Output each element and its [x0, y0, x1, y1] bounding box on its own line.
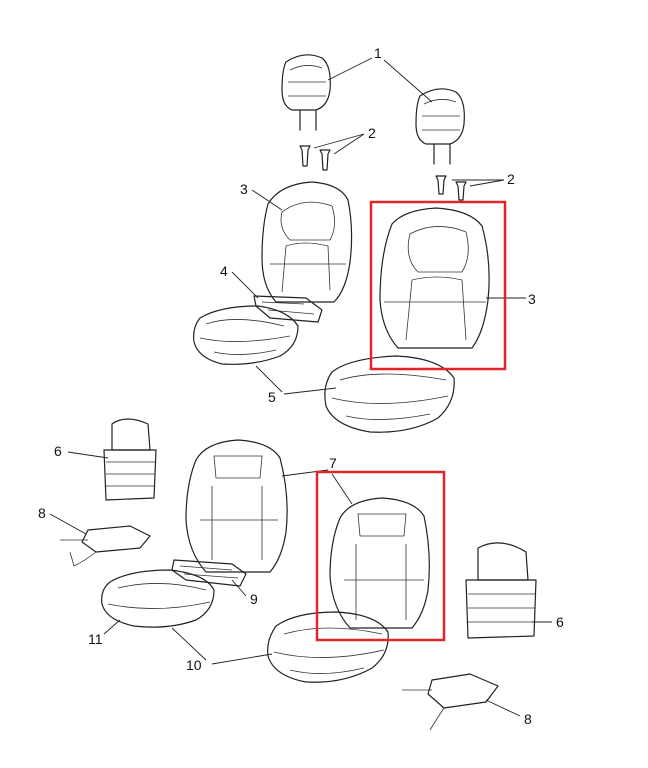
- callout-1: 1: [374, 45, 382, 61]
- seat-cushion-left: [193, 305, 299, 365]
- wire-harness-left: [60, 525, 151, 567]
- callout-8-left: 8: [38, 505, 46, 521]
- seat-cushion-right: [324, 355, 455, 433]
- seatback-cover-right: [379, 207, 490, 349]
- callout-4: 4: [220, 263, 228, 279]
- highlight-box-seatback-cover: [369, 200, 507, 371]
- seatback-frame-left: [185, 439, 288, 573]
- seatback-frame-right: [329, 497, 430, 629]
- callout-6-left: 6: [54, 443, 62, 459]
- callout-9: 9: [250, 591, 258, 607]
- callout-labels: 1 2 2 3 3 4 5 6 6 7 8 8 9 10 11: [38, 45, 564, 727]
- headrest-guides-left: [299, 145, 331, 171]
- callout-10: 10: [186, 657, 202, 673]
- seatback-cover-left: [261, 181, 353, 303]
- headrest-right: [415, 88, 465, 165]
- cushion-trim-panel: [171, 559, 247, 587]
- callout-11: 11: [88, 631, 103, 647]
- callout-5: 5: [268, 389, 276, 405]
- callout-6-right: 6: [556, 614, 564, 630]
- highlight-box-seatback-frame: [315, 470, 446, 642]
- leader-lines: [49, 57, 552, 717]
- callout-3-left: 3: [240, 181, 248, 197]
- callout-7: 7: [329, 455, 337, 471]
- callout-2-right: 2: [507, 171, 515, 187]
- callout-2-left: 2: [368, 125, 376, 141]
- seat-heater-pad-left: [103, 418, 157, 501]
- seat-trim-panel: [253, 295, 323, 323]
- headrest-left: [281, 54, 331, 131]
- callout-8-right: 8: [524, 711, 532, 727]
- wire-harness-right: [402, 673, 499, 731]
- seat-heater-pad-right: [465, 542, 537, 639]
- callout-3-right: 3: [528, 291, 536, 307]
- headrest-guides-right: [435, 175, 467, 201]
- seat-cushion-frame: [267, 611, 389, 683]
- seat-cushion-pad: [101, 569, 215, 628]
